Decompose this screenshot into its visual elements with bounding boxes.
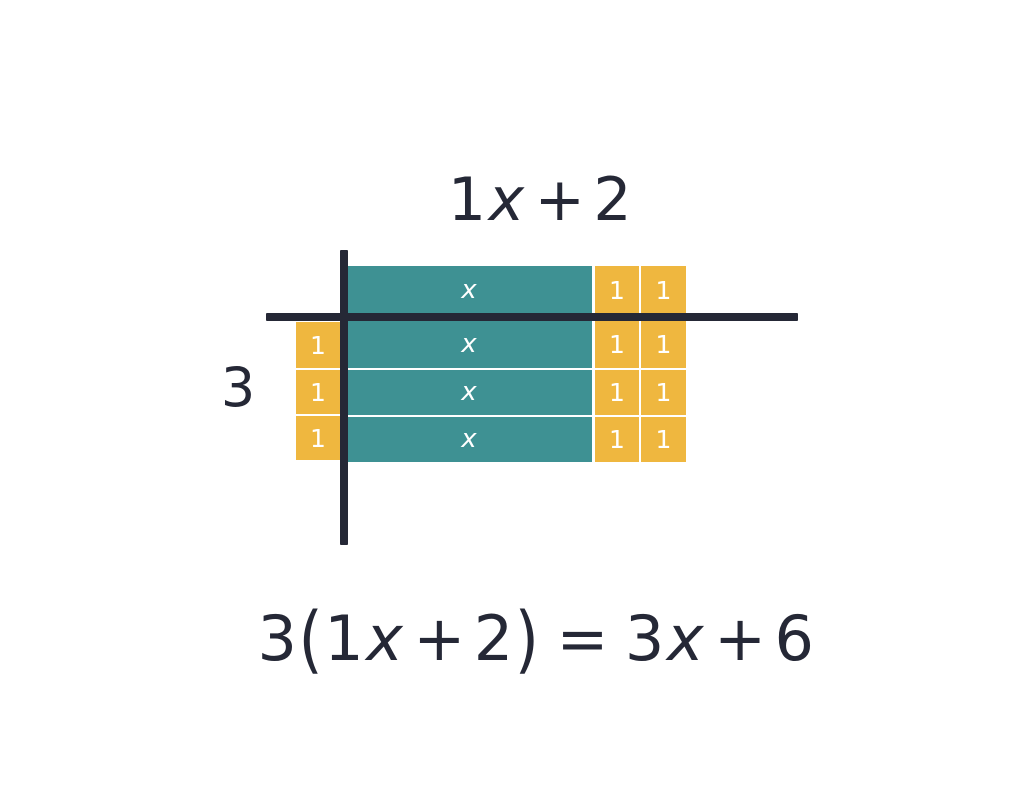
result-operator: + [714, 602, 767, 675]
unit-tile-label: 1 [609, 425, 625, 454]
x-tile-label: x [461, 329, 477, 359]
horizontal-axis-line [266, 313, 798, 321]
x-tile-header-0[interactable]: x [346, 266, 592, 314]
inner-constant: 2 [473, 602, 514, 675]
x-tile-row2-0[interactable]: x [346, 370, 592, 415]
unit-tile-row3-1[interactable]: 1 [641, 417, 686, 462]
unit-tile-row1-0[interactable]: 1 [595, 321, 639, 368]
outer-factor: 3 [257, 602, 298, 675]
x-tile-row1-0[interactable]: x [346, 321, 592, 368]
unit-tile-row2-0[interactable]: 1 [595, 370, 639, 415]
x-tile-label: x [461, 274, 477, 305]
unit-tile-label: 1 [655, 330, 672, 359]
unit-tile-label: 1 [310, 423, 326, 453]
top-operator: + [534, 165, 586, 235]
inner-operator: + [413, 602, 466, 675]
unit-tile-label: 1 [310, 330, 326, 360]
unit-tile-row1-1[interactable]: 1 [641, 321, 686, 368]
x-tile-label: x [461, 377, 477, 407]
x-tile-row3-0[interactable]: x [346, 417, 592, 462]
unit-tile-label: 1 [655, 275, 672, 305]
vertical-axis-line [340, 250, 348, 545]
top-variable: x [488, 165, 525, 235]
inner-variable: x [366, 602, 404, 675]
result-coefficient: 3 [624, 602, 665, 675]
left-unit-tile-1[interactable]: 1 [296, 370, 340, 414]
unit-tile-header-1[interactable]: 1 [641, 266, 686, 314]
unit-tile-label: 1 [310, 377, 326, 407]
unit-tile-label: 1 [655, 425, 672, 454]
result-constant: 6 [774, 602, 815, 675]
top-coefficient: 1 [447, 165, 487, 235]
unit-tile-row3-0[interactable]: 1 [595, 417, 639, 462]
unit-tile-header-0[interactable]: 1 [595, 266, 639, 314]
x-tile-label: x [461, 424, 477, 454]
unit-tile-label: 1 [655, 378, 672, 407]
unit-tile-label: 1 [609, 275, 625, 305]
unit-tile-label: 1 [609, 378, 625, 407]
result-variable: x [666, 602, 705, 675]
unit-tile-label: 1 [609, 330, 625, 359]
unit-tile-row2-1[interactable]: 1 [641, 370, 686, 415]
distributive-equation: 3(1x+2)=3x+6 [24, 596, 1024, 681]
left-factor-label: 3 [220, 356, 256, 419]
close-paren: ) [514, 595, 540, 682]
inner-coefficient: 1 [324, 602, 365, 675]
equals-sign: = [556, 602, 609, 675]
left-unit-tile-0[interactable]: 1 [296, 322, 340, 368]
open-paren: ( [298, 595, 324, 682]
top-factor-expression: 1x+2 [28, 167, 1024, 233]
top-constant: 2 [593, 165, 633, 235]
left-unit-tile-2[interactable]: 1 [296, 416, 340, 460]
